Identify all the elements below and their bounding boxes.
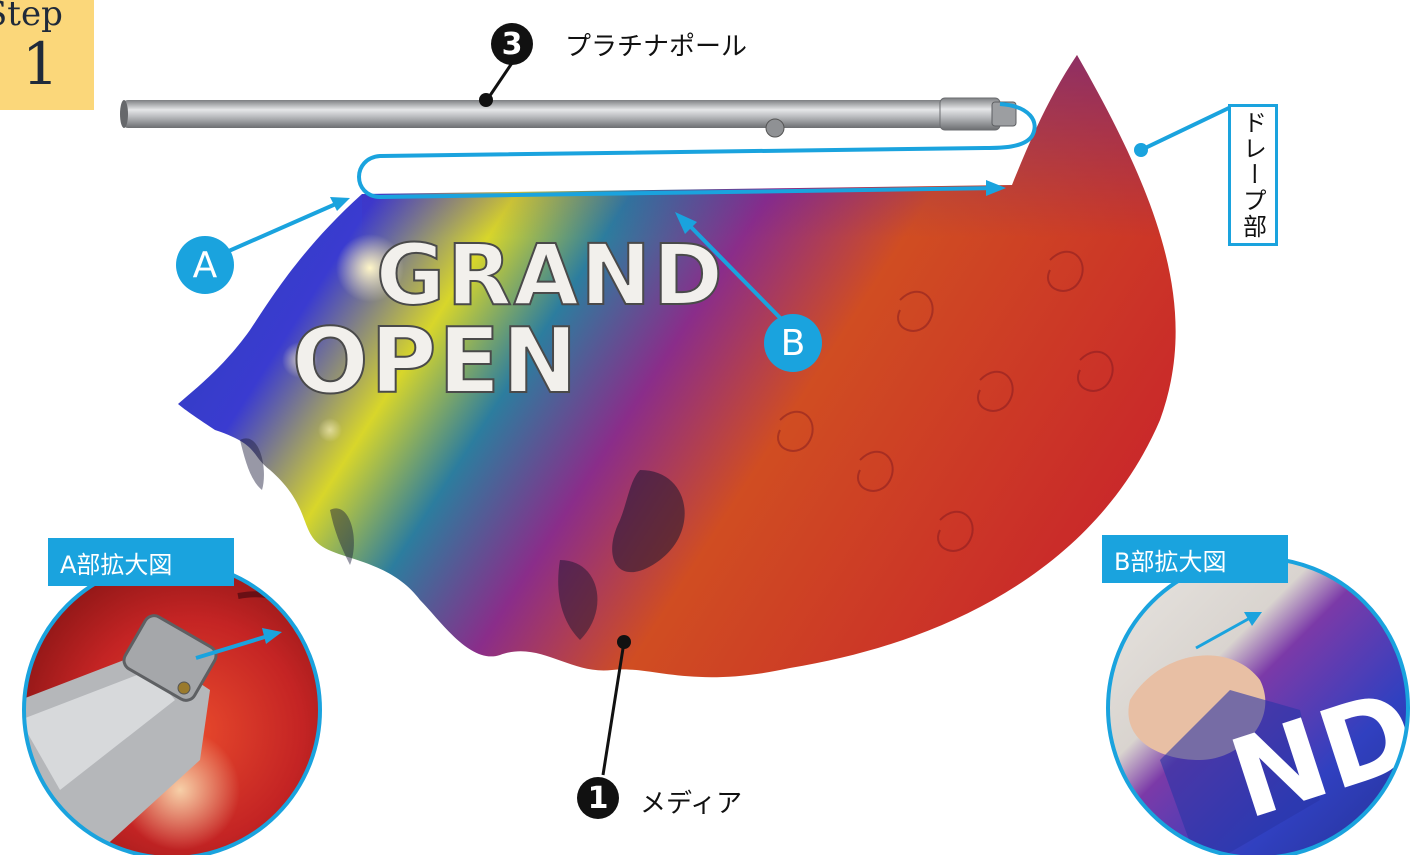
media-label: メディア [640, 789, 743, 819]
pole-dot [479, 93, 493, 107]
zoom-circle-a [22, 560, 322, 855]
pole-leader [485, 59, 516, 101]
zoom-b-label: B部拡大図 [1102, 535, 1288, 583]
step-word: Step [0, 0, 63, 34]
drape-dot [1134, 143, 1148, 157]
step-number: 1 [22, 30, 59, 98]
arrowhead-b [675, 212, 697, 234]
step-badge: Step 1 [0, 0, 94, 110]
callout-b: B [764, 314, 822, 372]
pole-label: プラチナポール [565, 32, 748, 62]
arrowhead-a [330, 197, 350, 211]
media-number-badge: 1 [577, 777, 619, 819]
media-dot [617, 635, 631, 649]
pole-number-badge: 3 [491, 23, 533, 65]
leader-lines [221, 104, 1234, 332]
flag-media: GRAND OPEN [178, 55, 1176, 678]
drape-label-box: ドレープ部 [1228, 104, 1278, 246]
media-leader [601, 641, 626, 776]
platinum-pole [120, 97, 1017, 138]
flag-text-grand: GRAND [376, 226, 725, 324]
flag-text-open: OPEN [292, 309, 579, 414]
drape-label: ドレープ部 [1238, 110, 1267, 240]
zoom-circle-b: ND [1106, 556, 1410, 855]
insertion-path [357, 102, 1037, 200]
callout-a: A [176, 236, 234, 294]
zoom-a-label: A部拡大図 [48, 538, 234, 586]
